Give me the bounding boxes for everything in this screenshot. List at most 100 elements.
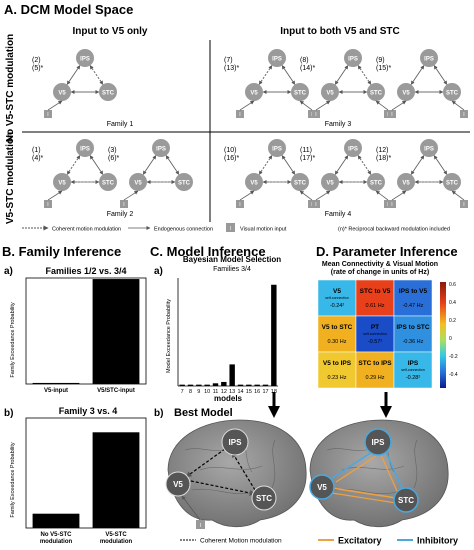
heatmap-cell-value: -0.57²	[368, 339, 383, 345]
input-edge	[299, 190, 313, 201]
model-bar	[204, 384, 210, 386]
c-input-edge	[181, 495, 201, 521]
bar	[32, 513, 80, 528]
heatmap-cell	[317, 351, 357, 389]
model-reciprocal-number: (6)*	[108, 155, 120, 162]
bar	[32, 382, 80, 384]
node-v5-label: V5	[58, 91, 66, 97]
heatmap-cell-value: -0.47 Hz	[403, 303, 424, 309]
node-ips	[344, 139, 362, 157]
model-tick-label: 14	[237, 389, 243, 395]
node-stc	[443, 83, 461, 101]
node-v5	[321, 173, 339, 191]
panel-b-title: B. Family Inference	[2, 244, 121, 259]
d-edge-ips-v5-inhib	[331, 451, 373, 479]
model-reciprocal-number: (4)*	[32, 155, 44, 162]
heatmap-cell-sub: self-connection	[401, 368, 425, 372]
node-v5-label: V5	[134, 181, 142, 187]
node-stc	[443, 173, 461, 191]
heatmap-cell	[393, 351, 433, 389]
d-edge-v5-ips-excit	[335, 455, 377, 483]
chart-b-b-frame	[25, 417, 147, 529]
heatmap-cell	[393, 315, 433, 353]
node-ips-label: IPS	[156, 147, 166, 153]
heatmap-cell-value: -0.36 Hz	[403, 339, 424, 345]
panel-c-sub-b: b)	[154, 408, 163, 419]
node-v5	[129, 173, 147, 191]
model-reciprocal-number: (17)*	[300, 155, 315, 162]
chart-b-a-frame	[25, 277, 147, 385]
node-stc-label: STC	[446, 181, 459, 187]
node-stc-label: STC	[294, 91, 307, 97]
model-bar	[254, 384, 260, 386]
brain-d-sulci	[326, 429, 418, 495]
heatmap-cell-value: 0.30 Hz	[328, 339, 347, 345]
colorbar-tick-label: -0.2	[449, 354, 458, 360]
brain-c-sulci	[184, 429, 276, 495]
family-4-label: Family 4	[325, 211, 352, 218]
edge-v5-ips	[410, 155, 425, 175]
panel-d-title: D. Parameter Inference	[316, 244, 458, 259]
heatmap-cell-name: IPS to STC	[396, 324, 430, 331]
node-v5	[245, 173, 263, 191]
legend-endogenous-text: Endogenous connection	[154, 227, 213, 233]
panel-b-b-ylabel: Family Exceedance Probability	[10, 442, 16, 517]
node-ips-label: IPS	[80, 57, 90, 63]
panel-c-ylabel: Model Exceedance Probability	[166, 299, 172, 373]
brain-d: IPS V5 STC	[309, 419, 449, 528]
panel-c-xlabel: models	[214, 394, 243, 403]
heatmap-cell-value: -0.24²	[330, 303, 345, 309]
heatmap-cell	[317, 279, 357, 317]
c-node-stc-label: STC	[256, 494, 272, 503]
node-ips	[76, 139, 94, 157]
colorbar-tick-label: 0.4	[449, 300, 456, 306]
heatmap-cell-name: V5 to STC	[322, 324, 353, 331]
bar-tick-label: modulation	[100, 539, 133, 545]
c-node-v5-label: V5	[173, 480, 183, 489]
heatmap-cell	[355, 279, 395, 317]
heatmap-cell	[355, 351, 395, 389]
input-edge	[375, 190, 389, 201]
input-box	[460, 110, 468, 118]
input-box	[236, 200, 244, 208]
node-ips-label: IPS	[348, 147, 358, 153]
input-edge	[451, 100, 465, 111]
heatmap-cell-name: IPS	[408, 360, 419, 367]
panel-c-chart-title: Bayesian Model Selection	[183, 255, 281, 264]
legend-visual-text: Visual motion input	[240, 227, 287, 233]
col-right-header: Input to both V5 and STC	[280, 26, 399, 37]
family-1-label: Family 1	[107, 121, 134, 128]
input-box	[120, 200, 128, 208]
node-v5-label: V5	[58, 181, 66, 187]
edge-stc-ips	[281, 155, 296, 175]
model-reciprocal-number: (13)*	[224, 65, 239, 72]
bar-tick-label: V5/STC-input	[97, 388, 135, 394]
edge-stc-ips	[281, 65, 296, 85]
bar	[92, 432, 140, 528]
panel-b-sub-b: b)	[4, 408, 13, 419]
edge-v5-ips	[142, 155, 157, 175]
input-box-label: I	[239, 202, 240, 208]
input-edge	[239, 190, 255, 201]
c-edge-v5-stc	[185, 479, 256, 496]
input-box-label: I	[239, 112, 240, 118]
edge-stc-ips	[357, 65, 372, 85]
legend-inhibitory-text: Inhibitory	[417, 536, 458, 546]
panel-b-sub-a: a)	[4, 266, 13, 277]
input-box	[312, 110, 320, 118]
edge-v5-ips	[258, 155, 273, 175]
node-ips	[420, 49, 438, 67]
input-edge	[47, 100, 63, 111]
model-bar	[271, 284, 277, 386]
best-model-title: Best Model	[174, 407, 233, 419]
model-tick-label: 9	[197, 389, 200, 395]
d-node-ips-label: IPS	[372, 438, 386, 447]
input-box-label: I	[47, 112, 48, 118]
row-bottom-header: V5-STC modulation	[5, 132, 16, 224]
d-edge-v5-stc-excit	[331, 487, 397, 499]
